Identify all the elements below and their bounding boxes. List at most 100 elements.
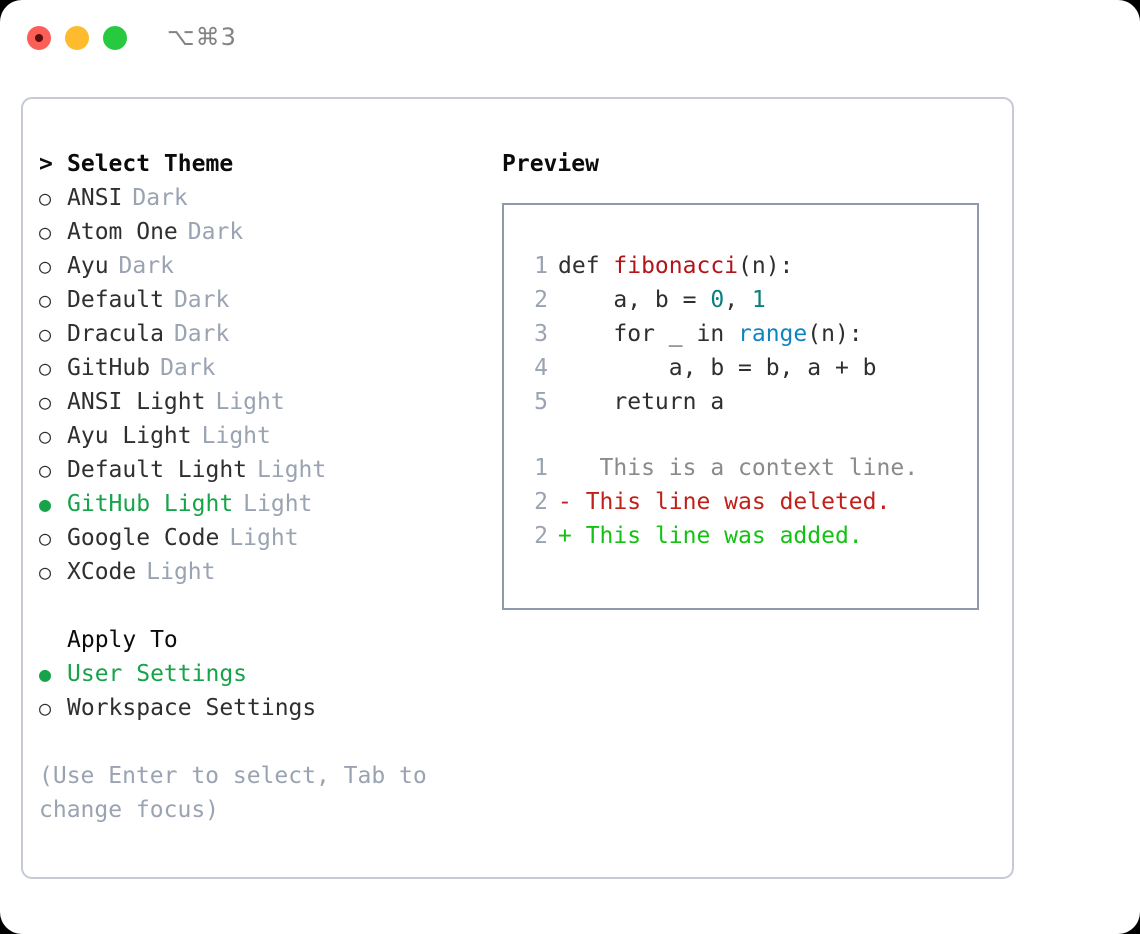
theme-name-label: XCode <box>67 559 137 585</box>
theme-variant-label: Dark <box>118 253 174 279</box>
theme-variant-label: Dark <box>132 185 188 211</box>
code-token: a, b = b, a + b <box>558 355 877 381</box>
radio-unselected-icon[interactable]: ○ <box>39 458 52 482</box>
window-controls <box>27 26 127 50</box>
line-number: 1 <box>534 253 548 279</box>
code-token: (n): <box>738 253 794 279</box>
code-token: (n): <box>807 321 863 347</box>
code-text: def fibonacci(n): <box>558 249 793 283</box>
line-number: 1 <box>534 455 548 481</box>
diff-marker: + <box>558 523 572 549</box>
theme-variant-label: Light <box>243 491 313 517</box>
theme-variant-label: Dark <box>173 287 230 313</box>
code-text: a, b = 0, 1 <box>558 283 766 317</box>
code-line: 2 a, b = 0, 1 <box>522 283 977 317</box>
theme-list-item[interactable]: ○ GitHub Dark <box>39 351 479 385</box>
theme-name-label: Atom One <box>67 219 178 245</box>
code-line: 4 a, b = b, a + b <box>522 351 977 385</box>
theme-variant-label: Dark <box>173 321 230 347</box>
diff-text: This is a context line. <box>571 455 919 481</box>
code-token: def <box>558 253 614 279</box>
line-number: 2 <box>534 489 548 515</box>
theme-name-label: ANSI <box>67 185 123 211</box>
apply-to-item[interactable]: ○ Workspace Settings <box>39 691 479 725</box>
theme-list-item[interactable]: ○ ANSI Dark <box>39 181 479 215</box>
theme-list-item[interactable]: ○ Default Dark <box>39 283 479 317</box>
maximize-window-button[interactable] <box>103 26 127 50</box>
theme-variant-label: Dark <box>160 355 216 381</box>
minimize-window-button[interactable] <box>65 26 89 50</box>
radio-unselected-icon[interactable]: ○ <box>39 322 52 346</box>
line-number: 3 <box>534 321 548 347</box>
diff-line: 2 + This line was added. <box>522 519 977 553</box>
radio-unselected-icon[interactable]: ○ <box>39 288 52 312</box>
theme-variant-label: Light <box>257 457 327 483</box>
code-line: 1 def fibonacci(n): <box>522 249 977 283</box>
theme-list-item[interactable]: ○ XCode Light <box>39 555 479 589</box>
select-theme-header: > Select Theme <box>39 147 479 181</box>
theme-list-item[interactable]: ○ Atom One Dark <box>39 215 479 249</box>
diff-text: This line was deleted. <box>571 489 891 515</box>
theme-list-item[interactable]: ○ Dracula Dark <box>39 317 479 351</box>
radio-unselected-icon[interactable]: ○ <box>39 560 52 584</box>
code-token: for _ in <box>558 321 739 347</box>
diff-line: 1 This is a context line. <box>522 451 977 485</box>
radio-selected-icon[interactable]: ● <box>39 662 52 686</box>
radio-unselected-icon[interactable]: ○ <box>39 390 52 414</box>
code-line: 5 return a <box>522 385 977 419</box>
code-token: return a <box>558 389 725 415</box>
code-token: fibonacci <box>613 253 739 279</box>
theme-list-item[interactable]: ● GitHub Light Light <box>39 487 479 521</box>
theme-name-label: GitHub <box>67 355 151 381</box>
apply-to-title: Apply To <box>67 627 178 653</box>
section-spacer <box>39 589 479 623</box>
radio-selected-icon[interactable]: ● <box>39 492 52 516</box>
theme-variant-label: Light <box>229 525 299 551</box>
line-number: 5 <box>534 389 548 415</box>
theme-name-label: Dracula <box>67 321 164 347</box>
apply-to-header: Apply To <box>39 623 479 657</box>
radio-unselected-icon[interactable]: ○ <box>39 526 52 550</box>
line-number: 2 <box>534 523 548 549</box>
radio-unselected-icon[interactable]: ○ <box>39 356 52 380</box>
diff-marker <box>558 451 572 485</box>
code-token: , <box>724 287 752 313</box>
theme-name-label: Google Code <box>67 525 220 551</box>
apply-to-label: Workspace Settings <box>67 695 317 721</box>
radio-unselected-icon[interactable]: ○ <box>39 220 52 244</box>
diff-marker: - <box>558 489 572 515</box>
line-number: 2 <box>534 287 548 313</box>
code-line: 3 for _ in range(n): <box>522 317 977 351</box>
theme-variant-label: Light <box>146 559 216 585</box>
radio-unselected-icon[interactable]: ○ <box>39 186 52 210</box>
theme-list-item[interactable]: ○ Google Code Light <box>39 521 479 555</box>
code-token: 1 <box>751 287 766 313</box>
theme-name-label: GitHub Light <box>67 491 234 517</box>
code-text: a, b = b, a + b <box>558 351 877 385</box>
diff-text: This line was added. <box>571 523 863 549</box>
apply-to-label: User Settings <box>67 661 248 687</box>
line-number: 4 <box>534 355 548 381</box>
title-bar: ⌥⌘3 <box>0 0 1140 78</box>
radio-unselected-icon[interactable]: ○ <box>39 254 52 278</box>
radio-unselected-icon[interactable]: ○ <box>39 424 52 448</box>
apply-to-item[interactable]: ● User Settings <box>39 657 479 691</box>
close-window-button[interactable] <box>27 26 51 50</box>
theme-name-label: Default <box>67 287 164 313</box>
radio-unselected-icon[interactable]: ○ <box>39 696 52 720</box>
code-text: for _ in range(n): <box>558 317 863 351</box>
preview-title: Preview <box>502 151 599 177</box>
caret-icon: > <box>39 151 53 177</box>
theme-variant-label: Dark <box>187 219 244 245</box>
code-token: 0 <box>710 287 725 313</box>
